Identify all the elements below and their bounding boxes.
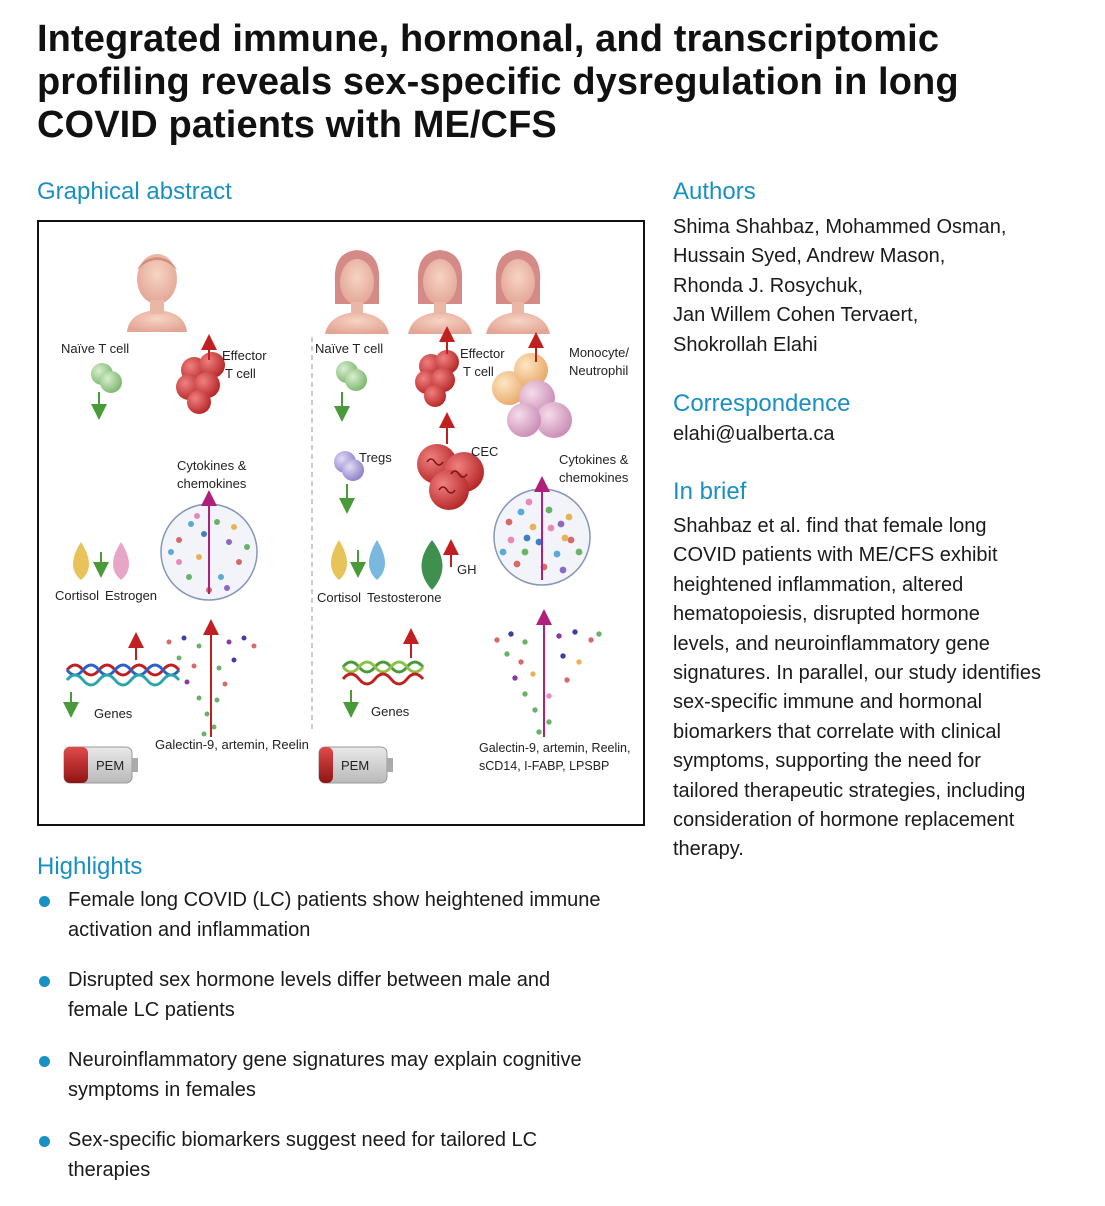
bullet-icon [39, 976, 50, 987]
male-figure [127, 254, 187, 332]
paper-title: Integrated immune, hormonal, and transcr… [37, 18, 959, 146]
in-brief-line: COVID patients with ME/CFS exhibit [673, 544, 998, 567]
authors-heading: Authors [673, 178, 756, 205]
graphical-abstract-illustration: Naïve T cell Effector T cell Cytokines &… [55, 250, 630, 784]
in-brief-line: sex-specific immune and hormonal [673, 691, 983, 714]
svg-text:Galectin-9, artemin, Reelin,: Galectin-9, artemin, Reelin, [479, 741, 630, 755]
svg-text:Cytokines &: Cytokines & [559, 452, 629, 467]
svg-text:T cell: T cell [225, 366, 256, 381]
in-brief-heading: In brief [673, 478, 747, 505]
highlight-item: Neuroinflammatory gene signatures may ex… [37, 1046, 657, 1105]
in-brief-line: Shahbaz et al. find that female long [673, 515, 987, 537]
in-brief-text: Shahbaz et al. find that female long COV… [673, 512, 1098, 865]
svg-text:PEM: PEM [96, 758, 124, 773]
in-brief-line: heightened inflammation, altered [673, 573, 964, 596]
author-line: Shima Shahbaz, Mohammed Osman, [673, 216, 1007, 238]
correspondence-email[interactable]: elahi@ualberta.ca [673, 423, 835, 445]
author-line: Rhonda J. Rosychuk, [673, 274, 864, 297]
highlight-item: Female long COVID (LC) patients show hei… [37, 886, 657, 945]
highlight-item: Sex-specific biomarkers suggest need for… [37, 1126, 657, 1185]
svg-text:Effector: Effector [460, 346, 505, 361]
svg-text:Cortisol: Cortisol [55, 588, 99, 603]
highlights-list: Female long COVID (LC) patients show hei… [37, 886, 657, 1206]
svg-text:Testosterone: Testosterone [367, 590, 441, 605]
female-figures [325, 250, 550, 334]
in-brief-line: biomarkers that correlate with clinical [673, 720, 1001, 743]
svg-text:Genes: Genes [94, 706, 133, 721]
svg-text:T cell: T cell [463, 364, 494, 379]
svg-text:PEM: PEM [341, 758, 369, 773]
author-line: Shokrollah Elahi [673, 333, 818, 356]
correspondence-heading: Correspondence [673, 390, 851, 417]
bullet-icon [39, 1136, 50, 1147]
svg-text:Genes: Genes [371, 704, 410, 719]
svg-text:Effector: Effector [222, 348, 267, 363]
svg-text:chemokines: chemokines [177, 476, 247, 491]
svg-text:Tregs: Tregs [359, 450, 392, 465]
in-brief-line: signatures. In parallel, our study ident… [673, 662, 1041, 685]
svg-text:Galectin-9, artemin, Reelin: Galectin-9, artemin, Reelin [155, 737, 309, 752]
in-brief-line: therapy. [673, 838, 744, 861]
graphical-abstract-heading: Graphical abstract [37, 178, 232, 205]
svg-text:GH: GH [457, 562, 477, 577]
svg-text:Cytokines &: Cytokines & [177, 458, 247, 473]
svg-text:Estrogen: Estrogen [105, 588, 157, 603]
in-brief-line: symptoms, supporting the need for [673, 750, 981, 773]
highlights-heading: Highlights [37, 853, 143, 880]
svg-text:Neutrophil: Neutrophil [569, 363, 628, 378]
in-brief-line: hematopoiesis, disrupted hormone [673, 603, 980, 626]
svg-text:Naïve T cell: Naïve T cell [61, 341, 129, 356]
bullet-icon [39, 1056, 50, 1067]
svg-text:chemokines: chemokines [559, 470, 629, 485]
in-brief-line: consideration of hormone replacement [673, 809, 1015, 832]
author-line: Hussain Syed, Andrew Mason, [673, 245, 946, 268]
graphical-abstract-figure: Naïve T cell Effector T cell Cytokines &… [37, 220, 645, 826]
svg-text:Monocyte/: Monocyte/ [569, 345, 629, 360]
highlight-item: Disrupted sex hormone levels differ betw… [37, 966, 657, 1025]
svg-text:Naïve T cell: Naïve T cell [315, 341, 383, 356]
svg-text:CEC: CEC [471, 444, 498, 459]
author-line: Jan Willem Cohen Tervaert, [673, 304, 919, 327]
in-brief-line: tailored therapeutic strategies, includi… [673, 779, 1026, 802]
svg-text:sCD14, I-FABP, LPSBP: sCD14, I-FABP, LPSBP [479, 759, 609, 773]
in-brief-line: levels, and neuroinflammatory gene [673, 632, 990, 655]
authors-list: Shima Shahbaz, Mohammed Osman, Hussain S… [673, 213, 1093, 360]
bullet-icon [39, 896, 50, 907]
svg-text:Cortisol: Cortisol [317, 590, 361, 605]
